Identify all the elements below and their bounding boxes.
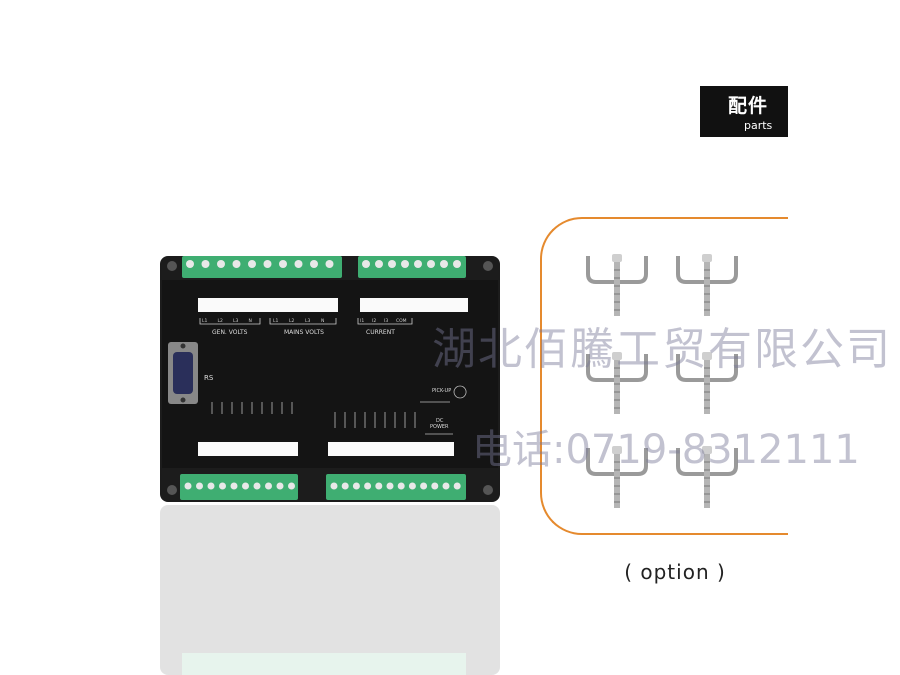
parts-panel [540, 217, 788, 535]
mounting-bracket-icon [586, 254, 648, 316]
rs-label: RS [204, 374, 214, 382]
terminal-screw-icon [186, 260, 194, 268]
terminal-screw-icon [362, 260, 370, 268]
terminal-screw-icon [253, 482, 261, 490]
terminal-screw-icon [427, 260, 435, 268]
terminal-screw-icon [401, 260, 409, 268]
rs232-connector [168, 342, 198, 404]
terminal-screw-icon [263, 260, 272, 268]
mounting-bracket-icon [676, 352, 738, 414]
terminal-screw-icon [279, 260, 287, 268]
dc-label: DC [436, 418, 444, 424]
current-phase-label: I2 [372, 318, 376, 324]
phase-labels: L1 L2 L3 N L1 L2 L3 N [202, 318, 324, 324]
terminal-screw-icon [352, 482, 360, 490]
phase-label: L3 [305, 318, 311, 324]
mounting-bracket-icon [586, 352, 648, 414]
bottom-terminal-block [180, 474, 466, 500]
terminal-screw-icon [330, 482, 338, 490]
badge-subtitle: parts [744, 119, 773, 132]
terminal-screw-icon [242, 482, 249, 490]
top-terminal-block [182, 256, 466, 278]
terminal-screw-icon [408, 482, 416, 490]
phase-label: L2 [218, 318, 224, 324]
terminal-screw-icon [397, 482, 405, 490]
watermark-phone: 电话:0719-8312111 [472, 427, 860, 473]
screw-icon [167, 485, 177, 495]
phase-label: L2 [289, 318, 295, 324]
terminal-screw-icon [207, 482, 215, 490]
power-label: POWER [430, 424, 449, 430]
current-phase-labels: I1 I2 I3 COM [360, 318, 407, 324]
screw-icon [167, 261, 177, 271]
terminal-screw-icon [248, 260, 256, 268]
terminal-screw-icon [276, 482, 284, 490]
current-phase-label: I1 [360, 318, 364, 324]
gen-volts-label: GEN. VOLTS [212, 329, 248, 336]
terminal-screw-icon [196, 482, 203, 490]
phase-label: N [249, 318, 252, 324]
current-label: CURRENT [366, 329, 395, 336]
terminal-screw-icon [325, 260, 334, 268]
badge-title: 配件 [728, 95, 769, 117]
phase-label: N [321, 318, 324, 324]
phase-label: L1 [202, 318, 208, 324]
terminal-screw-icon [388, 260, 396, 268]
terminal-screw-icon [453, 482, 461, 490]
terminal-screw-icon [364, 482, 372, 490]
terminal-screw-icon [386, 482, 394, 490]
mounting-bracket-icon [676, 254, 738, 316]
parts-badge: 配件 parts [700, 86, 788, 137]
option-caption: ( option ) [624, 560, 726, 584]
terminal-screw-icon [232, 260, 241, 268]
screw-icon [483, 485, 493, 495]
mains-volts-label: MAINS VOLTS [284, 329, 324, 336]
terminal-screw-icon [440, 260, 448, 268]
terminal-screw-icon [265, 482, 272, 490]
pickup-label: PICK-UP [432, 388, 451, 394]
terminal-screw-icon [230, 482, 238, 490]
terminal-screw-icon [184, 482, 192, 490]
current-phase-label: COM [396, 318, 407, 324]
terminal-screw-icon [201, 260, 210, 268]
terminal-screw-icon [310, 260, 318, 268]
watermark-company: 湖北佰騰工贸有限公司 [432, 324, 892, 375]
phase-label: L3 [233, 318, 239, 324]
terminal-screw-icon [294, 260, 303, 268]
terminal-screw-icon [442, 482, 450, 490]
phase-label: L1 [273, 318, 279, 324]
controller-module-image: 123456789101112131415161718 192021222324… [160, 256, 500, 502]
screw-icon [483, 261, 493, 271]
terminal-screw-icon [219, 482, 226, 490]
terminal-screw-icon [414, 260, 422, 268]
controller-reflection [160, 505, 500, 675]
current-phase-label: I3 [384, 318, 388, 324]
mounting-bracket-icon [676, 446, 738, 508]
terminal-screw-icon [375, 482, 383, 490]
terminal-screw-icon [453, 260, 461, 268]
terminal-screw-icon [288, 482, 295, 490]
mounting-bracket-icon [586, 446, 648, 508]
terminal-screw-icon [431, 482, 439, 490]
terminal-screw-icon [420, 482, 428, 490]
terminal-screw-icon [375, 260, 383, 268]
terminal-screw-icon [341, 482, 349, 490]
terminal-screw-icon [217, 260, 225, 268]
